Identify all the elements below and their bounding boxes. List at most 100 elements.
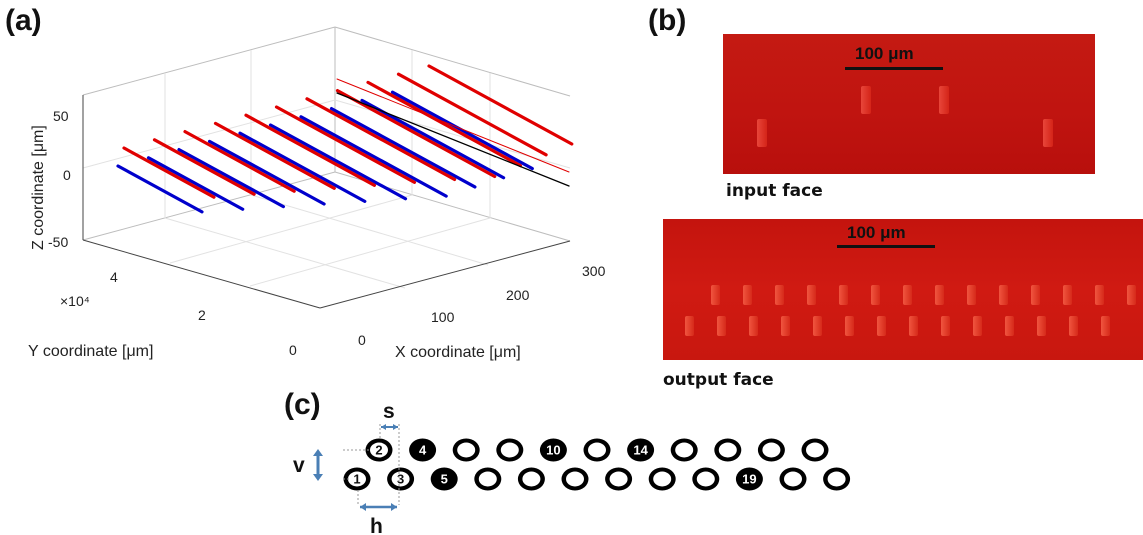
x-tick-label: 100 [431,309,455,325]
waveguide-number: 10 [546,443,560,458]
trace-blue [360,98,506,180]
ring-center [718,442,737,458]
waveguide-facet [1101,316,1110,336]
z-tick-label: -50 [48,234,68,250]
waveguide-facet [909,316,918,336]
trace-red [366,80,523,168]
waveguide-facet [871,285,880,305]
waveguide-facet [685,316,694,336]
waveguide-active [627,438,655,462]
trace-red [305,97,457,182]
waveguide-facet [861,86,871,114]
input-face-micrograph: 100 μm [723,34,1095,174]
ring-center [588,442,606,458]
waveguide-facet [1069,316,1078,336]
ring-center [762,442,781,458]
input-face-caption: input face [726,181,823,201]
scale-label: 100 μm [855,44,914,63]
projection-black [336,92,570,187]
waveguide-traces [116,64,574,214]
scale-bar [845,67,943,70]
dim-label-s: s [383,400,395,423]
waveguide-facet [757,119,767,147]
ring-center [500,442,519,458]
ring-center [827,471,846,487]
trace-red [183,130,296,193]
waveguide-facet [941,316,950,336]
ring-center [522,471,541,487]
trace-red [396,72,548,157]
y-tick-label: 0 [289,342,297,358]
waveguide-facet [717,316,726,336]
waveguide-facet [807,285,816,305]
ring-center [478,471,497,487]
waveguide-number: 4 [419,443,427,458]
trace-blue [299,115,448,198]
waveguide-facet [903,285,912,305]
dim-label-v: v [293,454,305,477]
trace-blue [177,148,285,209]
dim-label-h: h [370,515,383,535]
z-tick-label: 50 [53,108,69,124]
ring-center [806,442,824,458]
trace-red [335,88,497,179]
z-axis-title: Z coordinate [μm] [30,125,47,250]
waveguide-facet [1005,316,1014,336]
waveguide-facet [1127,285,1136,305]
waveguide-facet [839,285,848,305]
ring-center [566,471,584,487]
x-tick-label: 200 [506,287,530,303]
y-tick-label: 4 [110,269,118,285]
plot-box [82,26,571,309]
y-exponent: ×10⁴ [60,293,90,309]
waveguide-number: 19 [742,472,756,487]
trace-red [244,113,376,187]
waveguide-facet [939,86,949,114]
panel-label-a: (a) [5,4,42,37]
waveguide-active [409,438,437,462]
waveguide-facet [711,285,720,305]
ring-center [609,471,628,487]
trace-blue [146,156,245,211]
arrow-heads [313,449,323,481]
waveguide-facet [813,316,822,336]
waveguide-facet [999,285,1008,305]
ring-center [348,471,366,487]
panel-label-b: (b) [648,4,687,37]
waveguide-facet [781,316,790,336]
waveguide-number: 5 [441,472,448,487]
trace-red [152,138,256,196]
ring-center [653,471,672,487]
waveguide-facet [1043,119,1053,147]
waveguide-facet [877,316,886,336]
waveguide-facet [1031,285,1040,305]
waveguide-facet [1063,285,1072,305]
ring-center [784,471,802,487]
waveguide-number: 2 [375,443,382,458]
x-axis: 0 100 200 300 X coordinate [μm] [358,263,606,361]
y-axis: 4 2 0 ×10⁴ Y coordinate [μm] [28,269,297,360]
output-face-micrograph: 100 μm [663,219,1143,360]
x-tick-label: 300 [582,263,606,279]
projection-red [336,78,570,173]
trace-blue [238,131,367,203]
trace-blue [116,164,204,214]
waveguide-layout: 24101413519123svh [293,400,851,535]
ring-center [675,442,694,458]
waveguide-facet [749,316,758,336]
scale-bar [837,245,935,248]
trace-red [122,146,216,199]
trace-blue [207,139,326,206]
waveguide-facet [1095,285,1104,305]
panel-label-c: (c) [284,388,321,421]
x-axis-title: X coordinate [μm] [395,344,521,361]
y-axis-title: Y coordinate [μm] [28,343,153,360]
ring-center [696,471,715,487]
waveguide-facet [967,285,976,305]
trace-red [427,64,574,146]
trace-blue [329,106,477,189]
scale-label: 100 μm [847,223,906,242]
z-tick-label: 0 [63,167,71,183]
output-face-caption: output face [663,370,774,390]
